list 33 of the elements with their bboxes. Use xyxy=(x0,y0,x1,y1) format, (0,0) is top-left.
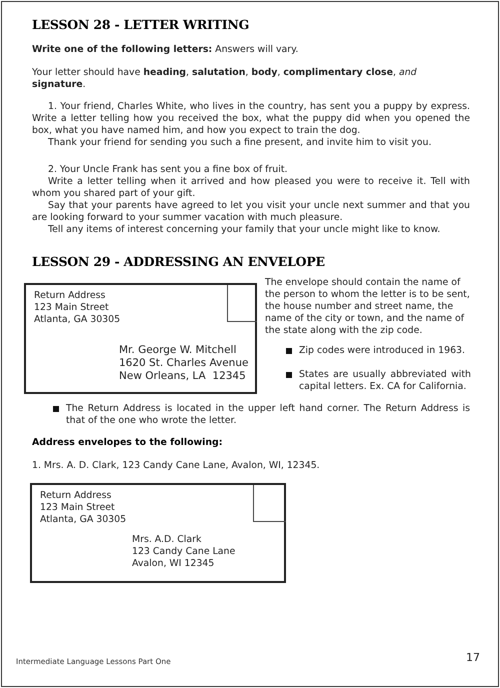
lesson-heading: LESSON 29 - ADDRESSING AN ENVELOPE xyxy=(32,256,326,268)
stamp-box xyxy=(253,485,286,522)
letter-prompt: Say that your parents have agreed to let you visit your uncle next summer and that you are looking forward to your summer vacation with much pleasure. xyxy=(32,200,470,224)
recipient-address-line: Mr. George W. Mitchell xyxy=(119,344,236,356)
letter-prompt: 2. Your Uncle Frank has sent you a fine box of fruit. xyxy=(47,164,289,176)
lesson-heading: LESSON 28 - LETTER WRITING xyxy=(32,19,250,31)
letter-prompt: Tell any items of interest concerning your family that your uncle might like to know. xyxy=(47,224,442,236)
bullet-text: The Return Address is located in the upper left hand corner. The Return Address is that of the one who wrote the letter. xyxy=(66,403,470,427)
return-address-line: Atlanta, GA 30305 xyxy=(34,314,120,326)
instruction-text: Write one of the following letters: Answers will vary. xyxy=(32,44,300,56)
return-address-line: Return Address xyxy=(34,290,106,302)
return-address-line: 123 Main Street xyxy=(40,502,115,514)
return-address-line: 123 Main Street xyxy=(34,302,109,314)
recipient-address-line: Avalon, WI 12345 xyxy=(132,558,214,570)
page-number: 17 xyxy=(465,652,480,664)
recipient-address-line: Mrs. A.D. Clark xyxy=(132,534,202,546)
exercise-text: 1. Mrs. A. D. Clark, 123 Candy Cane Lane, Avalon, WI, 12345. xyxy=(32,460,321,472)
envelope-outline xyxy=(30,483,286,583)
letter-prompt: 1. Your friend, Charles White, who lives in the country, has sent you a puppy by express. Write a letter telling how you received the box, what the puppy did when you opened the box, what you have named him, and how you expect to train the dog. xyxy=(32,101,470,137)
exercise-heading: Address envelopes to the following: xyxy=(32,437,224,449)
bullet-text: Zip codes were introduced in 1963. xyxy=(299,345,466,357)
recipient-address-line: 1620 St. Charles Avenue xyxy=(119,357,248,369)
envelope-outline xyxy=(24,283,257,394)
return-address-line: Return Address xyxy=(40,490,112,502)
recipient-address-line: 123 Candy Cane Lane xyxy=(132,546,236,558)
letter-prompt: Thank your friend for sending you such a fine present, and invite him to visit you. xyxy=(47,137,432,149)
recipient-address-line: New Orleans, LA 12345 xyxy=(119,370,246,382)
bullet-text: States are usually abbreviated with capital letters. Ex. CA for California. xyxy=(299,369,471,393)
explanation-text: The envelope should contain the name of the person to whom the letter is to be sent, the house number and street name, the name of the city or town, and the name of the state along with the zip code. xyxy=(265,277,471,337)
return-address-line: Atlanta, GA 30305 xyxy=(40,514,126,526)
letter-prompt: Write a letter telling when it arrived and how pleased you were to receive it. Tell with whom you shared part of your gift. xyxy=(32,176,470,200)
stamp-box xyxy=(227,285,257,322)
instruction-text: Your letter should have heading, salutation, body, complimentary close, and signature. xyxy=(32,67,418,91)
